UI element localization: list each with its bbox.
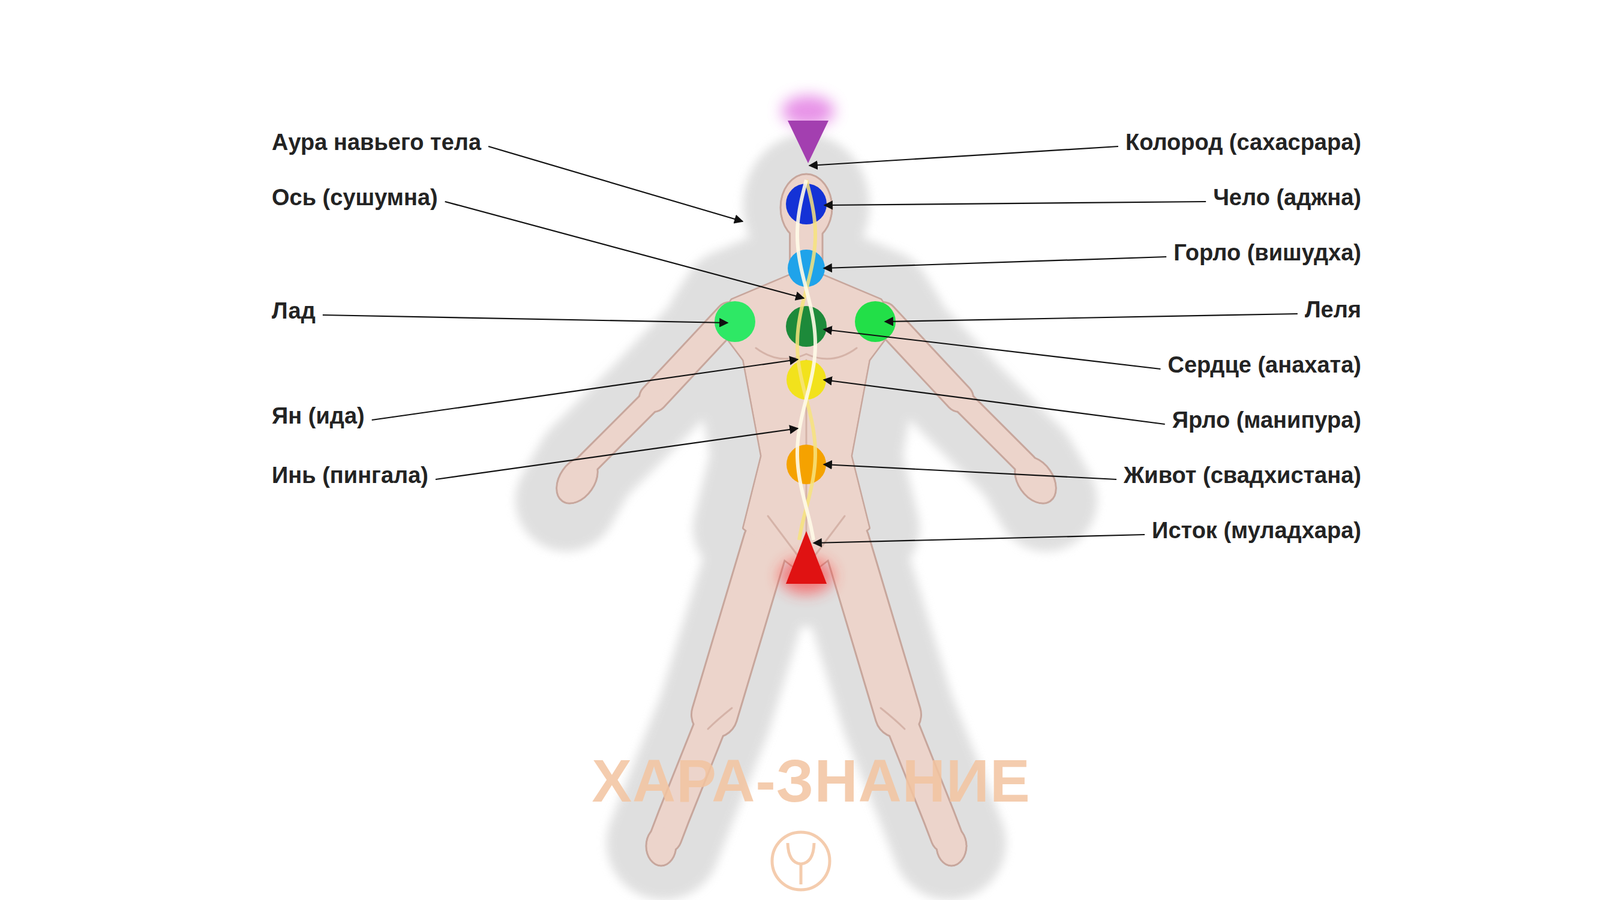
foot: [937, 827, 966, 865]
arm: [883, 316, 960, 398]
chakra-label: Ян (ида): [270, 403, 366, 430]
foot: [647, 827, 675, 865]
leg: [845, 539, 899, 715]
chakras: [714, 120, 896, 584]
chakra-label: Колород (сахасрара): [1124, 129, 1363, 156]
chakra-label: Ярло (манипура): [1171, 407, 1363, 434]
muscle-line: [880, 707, 905, 729]
chakra-label: Ось (сушумна): [270, 184, 440, 212]
chakra-label: Исток (муладхара): [1150, 517, 1363, 545]
chakra-label: Инь (пингала): [270, 462, 430, 489]
chakra-label: Аура навьего тела: [270, 129, 483, 156]
arm: [586, 397, 654, 465]
chakra-label: Горло (вишудха): [1172, 239, 1363, 267]
aura: [566, 134, 1047, 843]
crown-chakra: [787, 120, 829, 164]
sushumna-channel: [803, 163, 810, 537]
leader-line: [322, 314, 728, 323]
leader-line: [371, 359, 798, 420]
leader-line: [824, 201, 1206, 206]
hand: [1007, 450, 1063, 510]
pingala-channel: [797, 179, 816, 540]
leader-line: [445, 201, 804, 299]
leader-line: [823, 256, 1167, 269]
arm: [883, 316, 960, 398]
arm: [586, 397, 654, 465]
ida-channel: [797, 179, 816, 540]
chakra-label: Лад: [270, 298, 317, 325]
chakra-label: Сердце (анахата): [1166, 352, 1363, 379]
root-chakra: [785, 530, 827, 584]
leader-line: [809, 146, 1119, 166]
leader-line: [435, 428, 798, 480]
leader-line: [813, 534, 1145, 543]
arm: [959, 397, 1026, 465]
lad-chakra: [714, 301, 756, 342]
logo-symbol: [787, 842, 815, 885]
chakra-label: Леля: [1303, 296, 1363, 324]
logo: [772, 832, 830, 890]
watermark: ХАРА-ЗНАНИЕ: [590, 746, 1032, 816]
chakra-label: Живот (свадхистана): [1122, 462, 1363, 489]
logo-circle: [772, 832, 830, 890]
chakra-label: Чело (аджна): [1211, 184, 1363, 212]
leader-line: [823, 464, 1117, 480]
leader-line: [823, 329, 1161, 369]
leg: [845, 539, 899, 715]
leader-line: [823, 379, 1166, 425]
arm: [959, 397, 1026, 465]
muscle-line: [707, 707, 732, 729]
leader-line: [884, 313, 1298, 322]
leader-line: [488, 146, 743, 222]
leg: [714, 539, 767, 715]
leg: [714, 539, 767, 715]
